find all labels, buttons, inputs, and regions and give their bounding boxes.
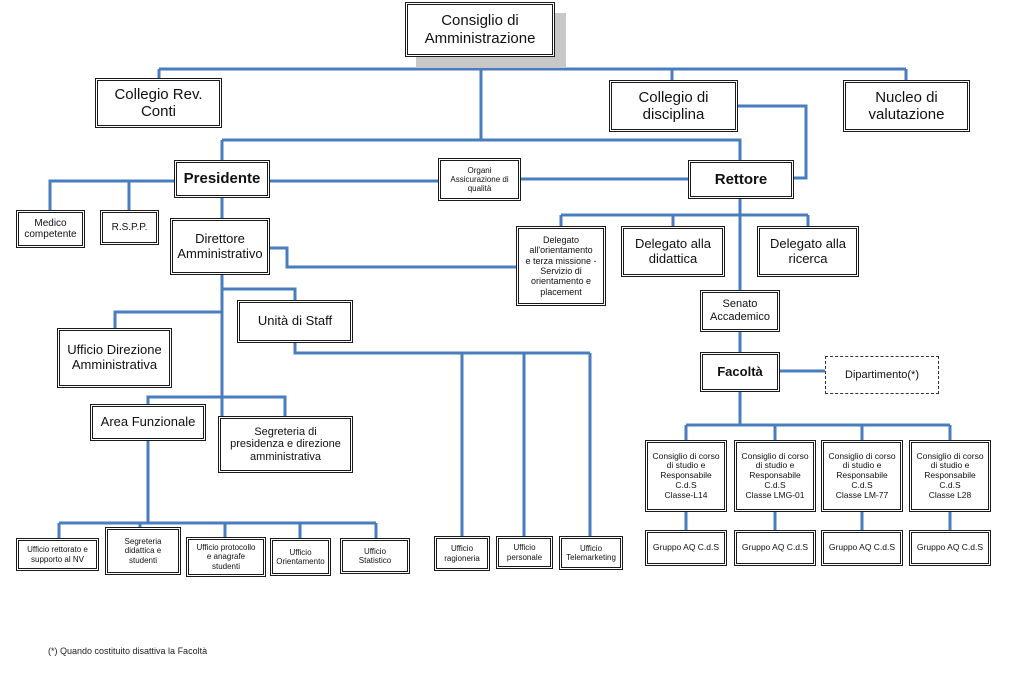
node-gruppo-aq-l14: Gruppo AQ C.d.S bbox=[645, 530, 727, 566]
node-gruppo-aq-l28: Gruppo AQ C.d.S bbox=[909, 530, 991, 566]
node-rettore-label: Rettore bbox=[714, 170, 768, 188]
node-nucleo-valutazione-label: Nucleo di valutazione bbox=[868, 88, 945, 123]
node-segreteria-didattica-label: Segreteria didattica e studenti bbox=[124, 537, 162, 565]
connector-unita-staff bbox=[222, 287, 297, 300]
node-senato-accademico-label: Senato Accademico bbox=[710, 298, 770, 323]
node-ufficio-telemarketing: Ufficio Telemarketing bbox=[559, 536, 623, 570]
connector-direttore-delegato bbox=[270, 246, 516, 269]
connector-staff-down bbox=[293, 343, 590, 355]
node-area-funzionale-label: Area Funzionale bbox=[100, 414, 196, 430]
node-organi-assicurazione-qualita-label: Organi Assicurazione di qualità bbox=[450, 165, 509, 194]
node-senato-accademico: Senato Accademico bbox=[700, 290, 780, 332]
node-cds-l28: Consiglio di corso di studio e Responsab… bbox=[909, 440, 991, 512]
node-facolta: Facoltà bbox=[700, 352, 780, 392]
node-nucleo-valutazione: Nucleo di valutazione bbox=[843, 80, 970, 132]
node-cds-lm77-label: Consiglio di corso di studio e Responsab… bbox=[828, 450, 896, 500]
node-medico-competente-label: Medico competente bbox=[24, 217, 77, 241]
node-ufficio-orientamento-label: Ufficio Orientamento bbox=[276, 547, 325, 566]
node-cds-l28-label: Consiglio di corso di studio e Responsab… bbox=[916, 450, 984, 500]
node-segreteria-presidenza-label: Segreteria di presidenza e direzione amm… bbox=[230, 425, 341, 463]
node-ufficio-statistico: Ufficio Statistico bbox=[340, 538, 410, 574]
node-gruppo-aq-lmg01-label: Gruppo AQ C.d.S bbox=[741, 542, 809, 553]
node-gruppo-aq-lm77: Gruppo AQ C.d.S bbox=[821, 530, 903, 566]
node-rspp: R.S.P.P. bbox=[100, 210, 159, 245]
node-gruppo-aq-lm77-label: Gruppo AQ C.d.S bbox=[828, 542, 896, 553]
node-delegato-didattica-label: Delegato alla didattica bbox=[635, 235, 711, 266]
node-ufficio-direzione-amministrativa: Ufficio Direzione Amministrativa bbox=[57, 328, 172, 388]
connector-segreteria-presidenza bbox=[222, 395, 287, 416]
node-rspp-label: R.S.P.P. bbox=[111, 221, 148, 233]
node-ufficio-telemarketing-label: Ufficio Telemarketing bbox=[566, 543, 616, 562]
node-consiglio-amministrazione: Consiglio di Amministrazione bbox=[405, 2, 555, 57]
node-rettore: Rettore bbox=[688, 160, 794, 199]
node-delegato-didattica: Delegato alla didattica bbox=[621, 226, 725, 277]
node-collegio-revisori-conti: Collegio Rev. Conti bbox=[95, 78, 222, 128]
node-ufficio-personale: Ufficio personale bbox=[496, 536, 553, 569]
node-ufficio-personale-label: Ufficio personale bbox=[506, 543, 543, 562]
node-area-funzionale: Area Funzionale bbox=[90, 404, 206, 441]
node-dipartimento-label: Dipartimento(*) bbox=[845, 368, 919, 381]
node-cds-l14: Consiglio di corso di studio e Responsab… bbox=[645, 440, 727, 512]
node-ufficio-ragioneria-label: Ufficio ragioneria bbox=[444, 544, 480, 563]
node-ufficio-protocollo-label: Ufficio protocollo e anagrafe studenti bbox=[196, 543, 256, 571]
node-presidente-label: Presidente bbox=[183, 170, 261, 188]
node-collegio-disciplina-label: Collegio di disciplina bbox=[638, 88, 709, 123]
node-gruppo-aq-l14-label: Gruppo AQ C.d.S bbox=[652, 542, 720, 553]
node-gruppo-aq-l28-label: Gruppo AQ C.d.S bbox=[916, 542, 984, 553]
node-delegato-ricerca: Delegato alla ricerca bbox=[757, 226, 859, 277]
node-unita-staff-label: Unità di Staff bbox=[257, 313, 333, 329]
node-gruppo-aq-lmg01: Gruppo AQ C.d.S bbox=[734, 530, 816, 566]
node-ufficio-statistico-label: Ufficio Statistico bbox=[358, 546, 392, 565]
node-ufficio-protocollo: Ufficio protocollo e anagrafe studenti bbox=[186, 537, 266, 577]
node-segreteria-presidenza: Segreteria di presidenza e direzione amm… bbox=[218, 416, 353, 473]
node-direttore-amministrativo-label: Direttore Amministrativo bbox=[177, 230, 263, 261]
node-ufficio-orientamento: Ufficio Orientamento bbox=[270, 538, 331, 576]
node-medico-competente: Medico competente bbox=[16, 210, 85, 248]
node-organi-assicurazione-qualita: Organi Assicurazione di qualità bbox=[438, 158, 521, 201]
node-delegato-ricerca-label: Delegato alla ricerca bbox=[770, 235, 846, 266]
footnote: (*) Quando costituito disattiva la Facol… bbox=[48, 646, 208, 656]
node-ufficio-rettorato: Ufficio rettorato e supporto al NV bbox=[16, 538, 99, 571]
node-cds-lmg01: Consiglio di corso di studio e Responsab… bbox=[734, 440, 816, 512]
node-ufficio-direzione-amministrativa-label: Ufficio Direzione Amministrativa bbox=[67, 342, 162, 372]
node-ufficio-rettorato-label: Ufficio rettorato e supporto al NV bbox=[27, 545, 88, 564]
node-delegato-orientamento: Delegato all'orientamento e terza missio… bbox=[516, 226, 606, 306]
connector-area-funzionale bbox=[146, 395, 222, 404]
connector-disciplina-rettore bbox=[738, 104, 808, 180]
node-cds-l14-label: Consiglio di corso di studio e Responsab… bbox=[652, 450, 720, 500]
connector-presidente-rettore-bar bbox=[222, 138, 742, 160]
connector-ufficio-direzione bbox=[113, 310, 222, 328]
node-delegato-orientamento-label: Delegato all'orientamento e terza missio… bbox=[525, 234, 597, 297]
node-segreteria-didattica: Segreteria didattica e studenti bbox=[105, 527, 181, 575]
node-collegio-disciplina: Collegio di disciplina bbox=[609, 80, 738, 132]
node-presidente: Presidente bbox=[174, 160, 270, 198]
node-collegio-revisori-conti-label: Collegio Rev. Conti bbox=[114, 85, 203, 120]
connector-presidente-staff bbox=[48, 179, 177, 210]
node-cds-lm77: Consiglio di corso di studio e Responsab… bbox=[821, 440, 903, 512]
node-direttore-amministrativo: Direttore Amministrativo bbox=[170, 218, 270, 275]
node-consiglio-amministrazione-label: Consiglio di Amministrazione bbox=[424, 12, 536, 47]
node-ufficio-ragioneria: Ufficio ragioneria bbox=[434, 536, 490, 571]
node-facolta-label: Facoltà bbox=[717, 363, 763, 379]
node-dipartimento: Dipartimento(*) bbox=[825, 356, 939, 394]
node-cds-lmg01-label: Consiglio di corso di studio e Responsab… bbox=[741, 450, 809, 500]
node-unita-staff: Unità di Staff bbox=[237, 300, 353, 343]
